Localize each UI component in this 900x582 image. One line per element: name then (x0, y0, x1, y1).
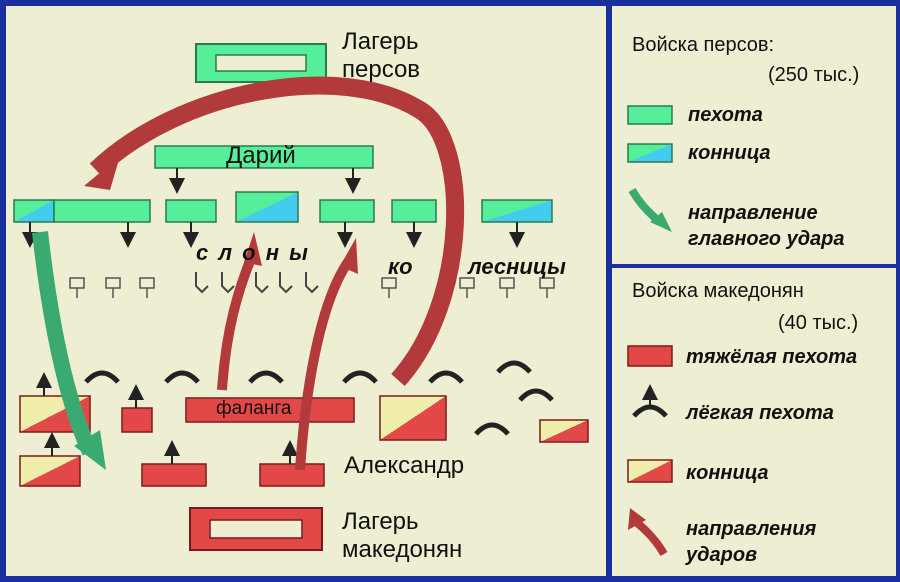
persian-infantry-4 (391, 199, 437, 223)
legend-persian-title: Войска персов: (632, 34, 775, 56)
legend-heavy-infantry-swatch (627, 345, 673, 367)
persian-cavalry-right (481, 199, 553, 223)
alexander-flank-arrow (89, 76, 465, 387)
legend-cavalry-swatch (627, 143, 673, 163)
darius-label: Дарий (226, 142, 296, 169)
alexander-label: Александр (344, 452, 465, 479)
macedonian-cavalry-2 (19, 455, 81, 487)
strike-arrow-2-head (340, 238, 358, 274)
legend-macedonian-count: (40 тыс.) (778, 312, 859, 334)
legend-macedonian-title: Войска македонян (632, 280, 804, 302)
persian-advance-arrows (22, 222, 525, 248)
legend-heavy-infantry-label: тяжёлая пехота (686, 346, 858, 368)
chariot-icons (69, 277, 555, 298)
persian-main-attack-arrow (32, 231, 98, 456)
persian-infantry-1 (53, 199, 151, 223)
persian-infantry-2 (165, 199, 217, 223)
macedonian-cavalry-4 (539, 419, 589, 443)
legend-macedonian-cavalry-swatch (627, 459, 673, 483)
heavy-infantry-1 (121, 407, 153, 433)
persian-camp-label: Лагерь персов (342, 28, 421, 83)
darius-block (154, 145, 374, 169)
strike-arrow-2 (295, 259, 353, 471)
macedonian-camp-inner (209, 519, 303, 539)
legend-light-infantry-label: лёгкая пехота (686, 402, 834, 424)
elephant-icons (195, 272, 319, 294)
chariots-label-2: лесницы (468, 254, 566, 279)
persian-infantry-3 (319, 199, 375, 223)
phalanx-label: фаланга (216, 398, 292, 419)
heavy-infantry-2 (141, 463, 207, 487)
persian-camp-inner (215, 54, 307, 72)
heavy-infantry-3 (259, 463, 325, 487)
persian-cavalry-center (235, 191, 299, 223)
legend-strike-label: направления ударов (686, 518, 817, 566)
legend-strike-arrowhead (628, 508, 646, 530)
macedonian-cavalry-3 (379, 395, 447, 441)
legend-macedonian-panel (612, 268, 896, 576)
strike-arrow-1 (217, 254, 257, 391)
alexander-flank-arrowhead (84, 156, 120, 190)
legend-light-infantry-icon (632, 404, 668, 418)
light-infantry-icons (84, 360, 554, 436)
phalanx-block (185, 397, 355, 423)
persian-main-attack-arrowhead (74, 430, 106, 470)
legend-infantry-swatch (627, 105, 673, 125)
elephants-label: с л о н ы (196, 240, 310, 265)
macedonian-advance-arrows (36, 372, 298, 464)
legend-infantry-label: пехота (688, 104, 763, 126)
strike-arrow-1-head (244, 232, 262, 266)
legend-main-attack-label: направление главного удара (688, 202, 845, 250)
legend-macedonian-cavalry-label: конница (686, 462, 769, 484)
chariots-label-1: ко (388, 254, 413, 279)
macedonian-camp-label: Лагерь македонян (342, 508, 463, 563)
legend-main-attack-arrowhead (650, 212, 672, 232)
persian-cavalry-left (13, 199, 55, 223)
legend-persian-count: (250 тыс.) (768, 64, 860, 86)
legend-cavalry-label: конница (688, 142, 771, 164)
